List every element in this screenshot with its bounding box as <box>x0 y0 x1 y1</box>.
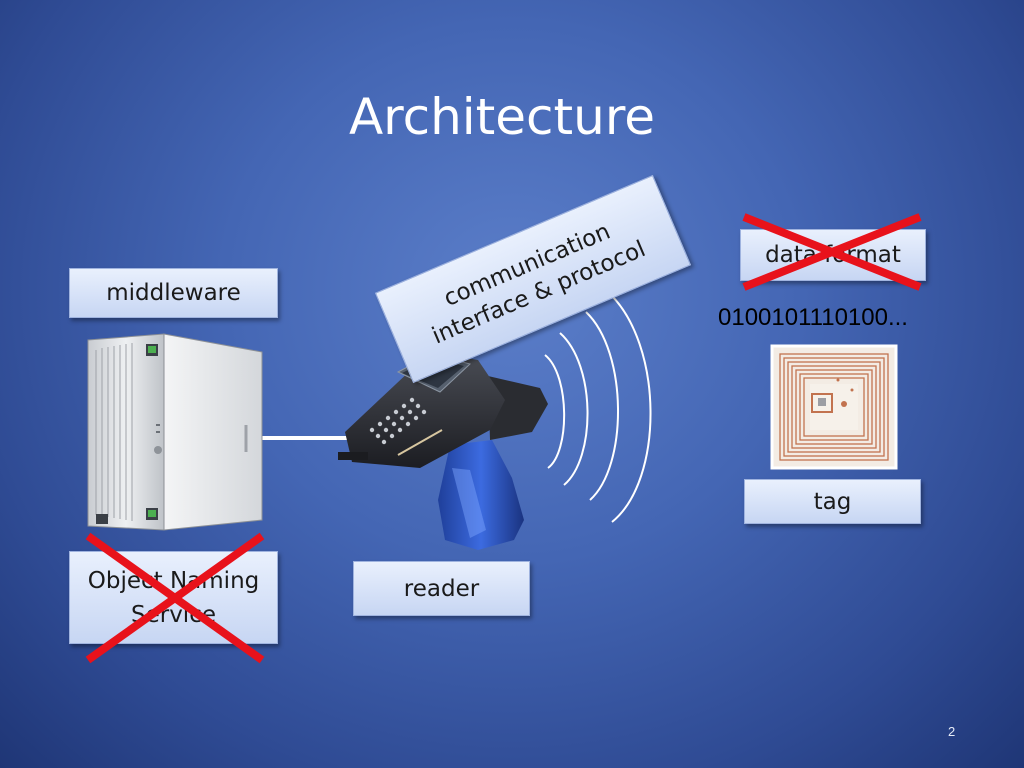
rfid-reader-image <box>338 352 548 550</box>
page-number: 2 <box>948 724 956 739</box>
tag-label: tag <box>744 479 921 524</box>
reader-label-text: reader <box>403 575 480 602</box>
data-format-cross-out-icon <box>742 213 922 291</box>
radio-waves <box>544 291 652 523</box>
ons-cross-out-icon <box>85 532 265 664</box>
middleware-label: middleware <box>69 268 278 318</box>
rfid-tag-image <box>770 344 898 470</box>
tag-label-text: tag <box>813 488 852 515</box>
server-tower-image <box>87 333 263 531</box>
binary-data-text: 0100101110100... <box>718 304 908 331</box>
reader-label: reader <box>353 561 530 616</box>
slide-title: Architecture <box>348 88 656 146</box>
ons-line-1: Object Naming <box>87 567 260 594</box>
middleware-label-text: middleware <box>106 280 241 306</box>
